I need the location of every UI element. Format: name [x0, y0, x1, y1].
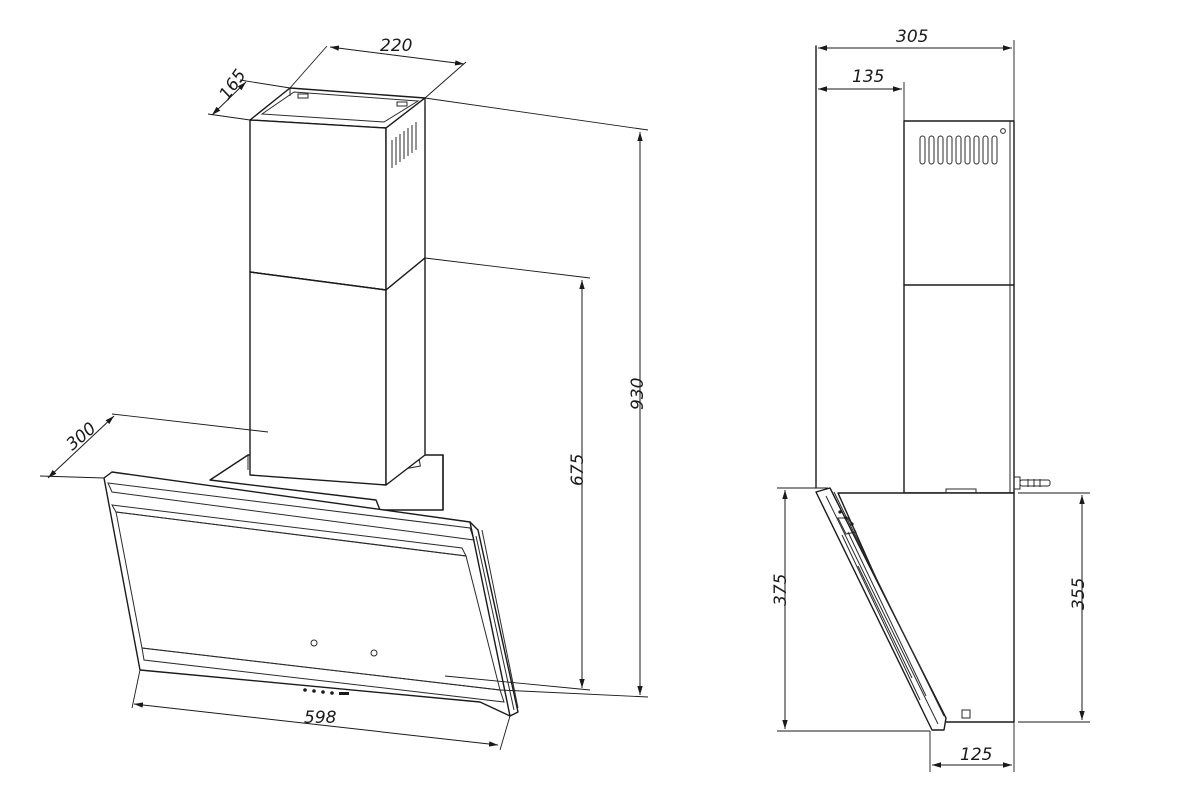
- label-375: 375: [771, 574, 791, 606]
- side-glass: [815, 487, 947, 731]
- indicator-light-right: [370, 649, 378, 657]
- dimension-125: 125: [929, 722, 1015, 772]
- front-view: 220 165 930 675 300: [39, 36, 649, 751]
- label-675: 675: [568, 454, 588, 486]
- side-chimney: [903, 120, 1015, 494]
- dimension-375: 375: [771, 487, 930, 732]
- label-930: 930: [628, 378, 648, 410]
- label-125: 125: [960, 745, 992, 765]
- dimension-220: 220: [289, 36, 467, 99]
- indicator-light-left: [310, 639, 318, 647]
- label-300: 300: [63, 419, 101, 455]
- dimension-305: 305: [818, 27, 1015, 121]
- dimension-598: 598: [131, 669, 511, 751]
- label-220: 220: [380, 36, 412, 56]
- dimension-675: 675: [424, 257, 591, 691]
- vent-slots-front: [391, 122, 417, 168]
- label-355: 355: [1069, 578, 1089, 610]
- dimension-135: 135: [818, 67, 905, 121]
- control-buttons: [303, 688, 349, 695]
- dimension-355: 355: [1018, 492, 1090, 723]
- chimney-lower: [249, 257, 426, 486]
- label-135: 135: [852, 67, 884, 87]
- label-598: 598: [304, 708, 337, 728]
- glass-panel: [103, 471, 519, 717]
- chimney-upper: [249, 87, 426, 291]
- label-305: 305: [896, 27, 928, 47]
- label-165: 165: [216, 66, 251, 104]
- side-connector: [1013, 476, 1051, 490]
- dimension-930: 930: [424, 97, 649, 698]
- side-view: 305 135 375 355 125: [771, 27, 1090, 772]
- side-vent-slots: [919, 135, 998, 165]
